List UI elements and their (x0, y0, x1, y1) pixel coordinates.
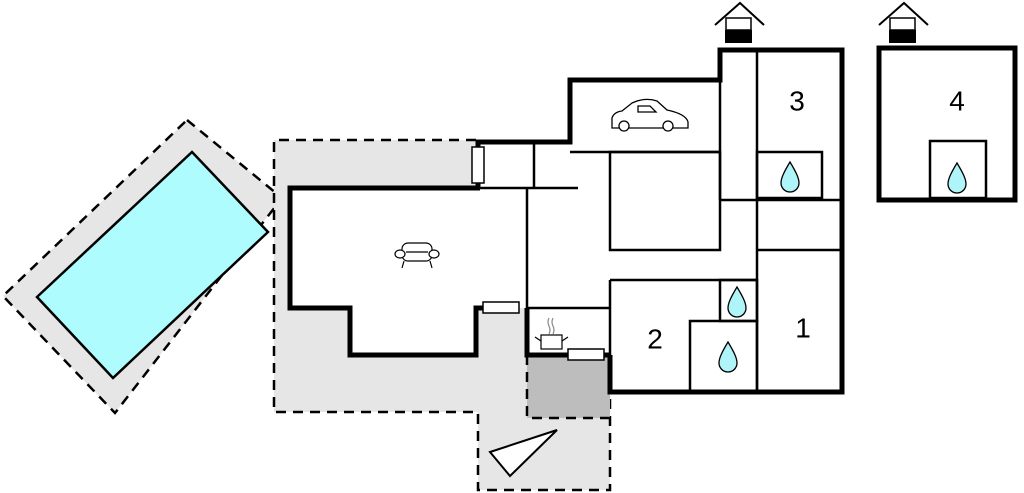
window (482, 301, 520, 314)
window (471, 146, 485, 184)
kitchen-pot-icon (534, 317, 569, 350)
terrace-outline (272, 138, 612, 492)
annex-building (876, 45, 1018, 203)
well-icon (714, 1, 765, 43)
house-interior (290, 50, 842, 392)
window (567, 348, 605, 361)
annex-bathroom (928, 139, 988, 200)
room-label-4: 4 (949, 85, 965, 116)
water-drop-icon (718, 160, 967, 373)
room-label-3: 3 (789, 85, 805, 116)
covered-terrace-outline (525, 355, 610, 420)
swimming-pool (35, 150, 270, 380)
interior-walls (480, 50, 842, 394)
living-room-walls (287, 185, 484, 358)
covered-terrace (527, 355, 610, 418)
sofa-icon (394, 242, 440, 269)
compass-triangle-icon (488, 429, 558, 478)
well-icon (878, 1, 929, 43)
room-label-2: 2 (647, 323, 663, 354)
car-icon (611, 98, 689, 132)
room-label-1: 1 (795, 312, 811, 343)
